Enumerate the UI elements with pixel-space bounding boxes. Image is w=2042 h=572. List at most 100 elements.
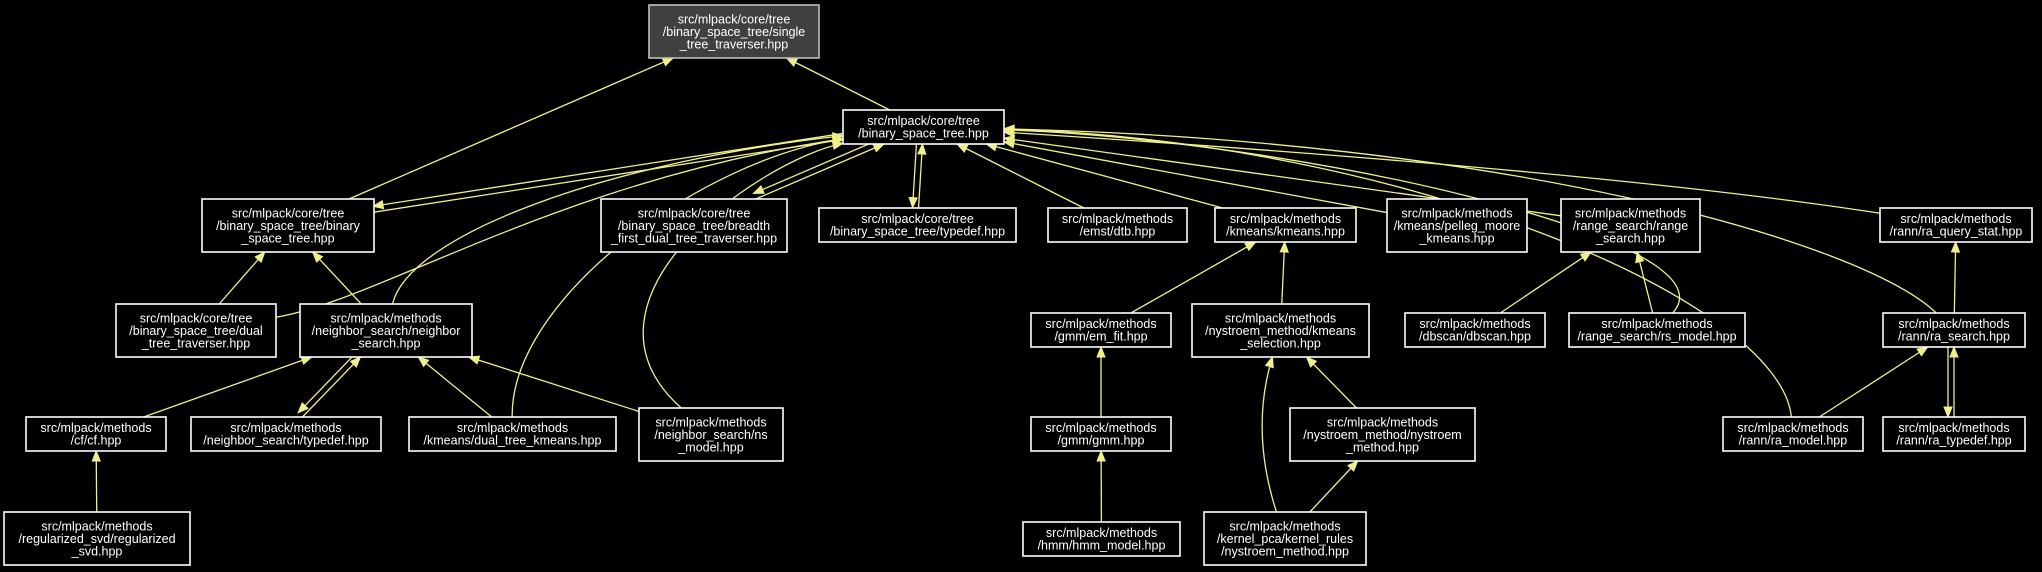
edge-bstbin-to-bst <box>373 138 844 213</box>
node-box <box>1879 207 2033 243</box>
edge-nstypedef-to-ns <box>301 356 361 418</box>
edge-ns-to-bst <box>391 135 844 305</box>
node-label-line: src/mlpack/methods <box>1062 212 1173 226</box>
node-label-line: _first_dual_tree_traverser.hpp <box>610 231 777 245</box>
arrowhead-bstbin-to-single <box>661 57 675 67</box>
edges-layer <box>91 57 1961 523</box>
node-typedef_tree[interactable]: src/mlpack/core/tree/binary_space_tree/t… <box>818 207 1017 243</box>
arrowhead-range-to-bst <box>1002 134 1016 145</box>
node-range[interactable]: src/mlpack/methods/range_search/range_se… <box>1560 198 1701 253</box>
node-pelleg[interactable]: src/mlpack/methods/kmeans/pelleg_moore_k… <box>1386 198 1528 253</box>
edge-bst-to-bstbin <box>372 132 843 207</box>
node-label-line: /kernel_pca/kernel_rules <box>1217 532 1353 546</box>
node-box <box>1203 511 1367 566</box>
node-hmm[interactable]: src/mlpack/methods/hmm/hmm_model.hpp <box>1022 521 1181 557</box>
node-breadth[interactable]: src/mlpack/core/tree/binary_space_tree/b… <box>600 198 788 253</box>
node-label-line: src/mlpack/core/tree <box>861 212 974 226</box>
node-kmeans[interactable]: src/mlpack/methods/kmeans/kmeans.hpp <box>1214 207 1357 243</box>
node-rsmodel[interactable]: src/mlpack/methods/range_search/rs_model… <box>1568 312 1746 348</box>
node-label-line: /kmeans/pelleg_moore <box>1394 219 1521 233</box>
node-label-line: /nystroem_method.hpp <box>1221 544 1349 558</box>
node-box <box>25 416 167 452</box>
arrowhead-bst-to-single <box>785 57 799 67</box>
node-label-line: src/mlpack/core/tree <box>140 311 253 325</box>
node-raqs[interactable]: src/mlpack/methods/rann/ra_query_stat.hp… <box>1879 207 2033 243</box>
arrowhead-nstypedef-to-ns <box>349 356 362 368</box>
nodes-layer: src/mlpack/core/tree/binary_space_tree/s… <box>3 4 2033 566</box>
edge-pelleg-to-bst <box>1003 141 1388 214</box>
node-box <box>648 4 820 59</box>
arrowhead-regsvd-to-cf <box>91 449 102 462</box>
node-label-line: src/mlpack/methods <box>1601 317 1712 331</box>
node-box <box>1560 198 1701 253</box>
node-box <box>299 303 473 358</box>
edge-dtkm-to-ns <box>417 356 493 418</box>
edge-ramodel-to-bst <box>1003 128 1792 418</box>
edge-bst-to-single <box>786 57 891 111</box>
node-bstbin[interactable]: src/mlpack/core/tree/binary_space_tree/b… <box>201 198 375 253</box>
node-dtb[interactable]: src/mlpack/methods/emst/dtb.hpp <box>1047 207 1188 243</box>
node-box <box>638 407 784 462</box>
arrowhead-ramodel-to-rasearch <box>1916 346 1929 357</box>
node-label-line: /rann/ra_search.hpp <box>1898 330 2010 344</box>
node-nsmodel[interactable]: src/mlpack/methods/neighbor_search/ns_mo… <box>638 407 784 462</box>
node-dualtrav[interactable]: src/mlpack/core/tree/binary_space_tree/d… <box>115 303 277 358</box>
node-label-line: _selection.hpp <box>1239 336 1321 350</box>
edge-rasearch-to-raqs <box>1953 241 1957 314</box>
node-label-line: /nystroem_method/nystroem <box>1303 428 1461 442</box>
node-label-line: _kmeans.hpp <box>1418 231 1494 245</box>
node-regsvd[interactable]: src/mlpack/methods/regularized_svd/regul… <box>3 511 191 566</box>
node-nstypedef[interactable]: src/mlpack/methods/neighbor_search/typed… <box>190 416 382 452</box>
edge-bstbin-to-single <box>348 57 674 200</box>
edge-rsmodel-to-bst <box>1003 129 1681 314</box>
node-label-line: src/mlpack/methods <box>655 415 766 429</box>
arrowhead-bst-to-breadth <box>752 184 765 195</box>
node-label-line: src/mlpack/methods <box>1898 317 2009 331</box>
arrowhead-hmm-to-gmm <box>1096 449 1106 462</box>
node-kpca[interactable]: src/mlpack/methods/kernel_pca/kernel_rul… <box>1203 511 1367 566</box>
arrowhead-gmm-to-emfit <box>1096 345 1106 358</box>
arrowhead-dtb-to-bst <box>955 143 969 153</box>
arrowhead-rasearch-to-bst <box>1002 124 1015 134</box>
arrowhead-rasearch-to-raqs <box>1950 240 1961 253</box>
node-label-line: /range_search/range <box>1573 219 1688 233</box>
node-label-line: _space_tree.hpp <box>240 231 334 245</box>
arrowhead-dtkm-to-ns <box>417 356 430 368</box>
node-label-line: _model.hpp <box>677 440 743 454</box>
node-single[interactable]: src/mlpack/core/tree/binary_space_tree/s… <box>648 4 820 59</box>
node-label-line: src/mlpack/core/tree <box>867 114 980 128</box>
node-label-line: /binary_space_tree/single <box>663 25 805 39</box>
node-dbscan[interactable]: src/mlpack/methods/dbscan/dbscan.hpp <box>1404 312 1546 348</box>
edge-ns-to-nstypedef <box>297 352 357 414</box>
node-box <box>1289 407 1476 462</box>
node-ratypedef[interactable]: src/mlpack/methods/rann/ra_typedef.hpp <box>1882 416 2026 452</box>
node-nystroem[interactable]: src/mlpack/methods/nystroem_method/nystr… <box>1289 407 1476 462</box>
node-emfit[interactable]: src/mlpack/methods/gmm/em_fit.hpp <box>1030 312 1172 348</box>
node-label-line: _method.hpp <box>1345 440 1419 454</box>
node-rasearch[interactable]: src/mlpack/methods/rann/ra_search.hpp <box>1882 312 2026 348</box>
node-ramodel[interactable]: src/mlpack/methods/rann/ra_model.hpp <box>1722 416 1864 452</box>
node-label-line: /binary_space_tree/typedef.hpp <box>830 225 1005 239</box>
edge-emfit-to-kmeans <box>1130 241 1256 314</box>
arrowhead-bst-to-bstbin <box>371 199 385 210</box>
node-box <box>1722 416 1864 452</box>
node-box <box>1191 303 1370 358</box>
node-label-line: src/mlpack/methods <box>457 421 568 435</box>
node-nkmsel[interactable]: src/mlpack/methods/nystroem_method/kmean… <box>1191 303 1370 358</box>
node-ns[interactable]: src/mlpack/methods/neighbor_search/neigh… <box>299 303 473 358</box>
node-label-line: src/mlpack/methods <box>41 519 152 533</box>
edge-kmeans-to-bst <box>986 143 1223 209</box>
edge-nsmodel-to-ns <box>468 356 640 413</box>
arrowhead-dbscan-to-range <box>1579 251 1593 262</box>
node-dtkm[interactable]: src/mlpack/methods/kmeans/dual_tree_kmea… <box>408 416 617 452</box>
node-box <box>600 198 788 253</box>
edge-ns-to-bstbin <box>312 251 362 305</box>
node-cf[interactable]: src/mlpack/methods/cf/cf.hpp <box>25 416 167 452</box>
edge-kpca-to-nkmsel <box>1261 356 1278 513</box>
edge-dtkm-to-bst <box>511 138 844 418</box>
node-bst[interactable]: src/mlpack/core/tree/binary_space_tree.h… <box>842 109 1005 145</box>
node-gmm[interactable]: src/mlpack/methods/gmm/gmm.hpp <box>1030 416 1172 452</box>
node-label-line: src/mlpack/methods <box>1225 311 1336 325</box>
node-label-line: /kmeans/dual_tree_kmeans.hpp <box>424 434 602 448</box>
